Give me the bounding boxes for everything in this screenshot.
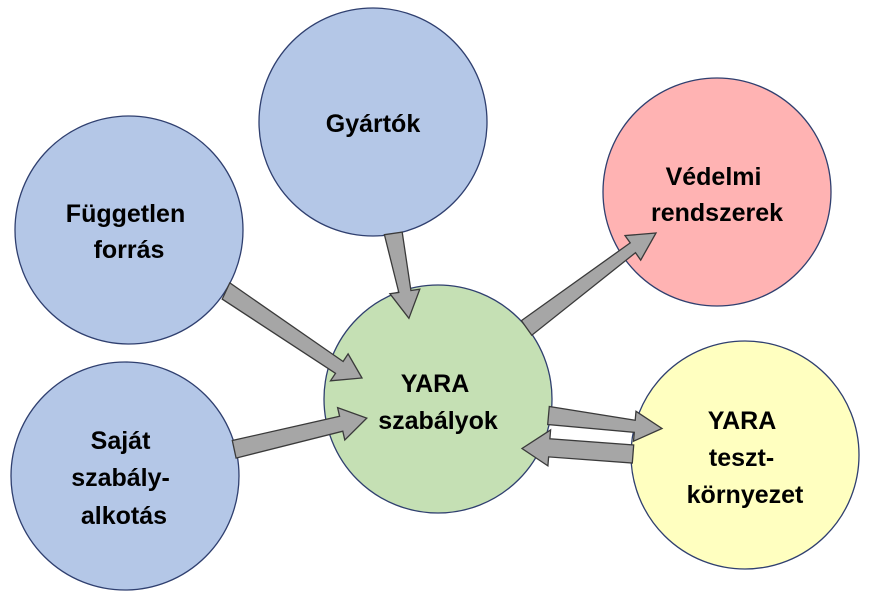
arrow-teszt-to-yara: [520, 428, 635, 468]
node-yara-circle: [323, 284, 553, 514]
node-yara-line: szabályok: [378, 407, 498, 435]
node-gyartok-circle: [258, 7, 488, 237]
node-fuggetlen-line: forrás: [94, 236, 165, 264]
node-fuggetlen-line: Független: [66, 200, 185, 228]
node-yara-line: YARA: [401, 370, 469, 398]
node-vedelmi-circle: [602, 77, 832, 307]
arrow-fuggetlen-to-yara: [221, 281, 364, 382]
node-vedelmi-label: Védelmi rendszerek: [651, 163, 783, 227]
arrow-sajat-to-yara: [231, 406, 368, 459]
node-gyartok-line: Gyártók: [326, 110, 421, 138]
node-teszt-line: teszt-: [709, 444, 774, 472]
arrow-gyartok-to-yara: [383, 231, 421, 320]
node-sajat-circle: [10, 361, 240, 591]
node-vedelmi-line: rendszerek: [651, 199, 783, 227]
node-sajat-line: szabály-: [71, 464, 170, 492]
node-teszt-line: környezet: [687, 481, 804, 509]
node-yara-label: YARA szabályok: [378, 370, 498, 435]
node-fuggetlen-label: Független forrás: [66, 200, 192, 264]
arrow-yara-to-teszt: [546, 405, 664, 443]
arrow-yara-to-vedelmi: [520, 232, 658, 337]
node-vedelmi-line: Védelmi: [666, 163, 762, 191]
node-teszt-label: YARA teszt- környezet: [687, 407, 804, 509]
node-gyartok-label: Gyártók: [326, 110, 421, 138]
node-teszt-line: YARA: [708, 407, 776, 435]
node-sajat-line: alkotás: [81, 502, 167, 530]
node-sajat-line: Saját: [91, 427, 151, 455]
node-sajat-label: Saját szabály- alkotás: [71, 427, 177, 530]
node-fuggetlen-circle: [14, 115, 244, 345]
